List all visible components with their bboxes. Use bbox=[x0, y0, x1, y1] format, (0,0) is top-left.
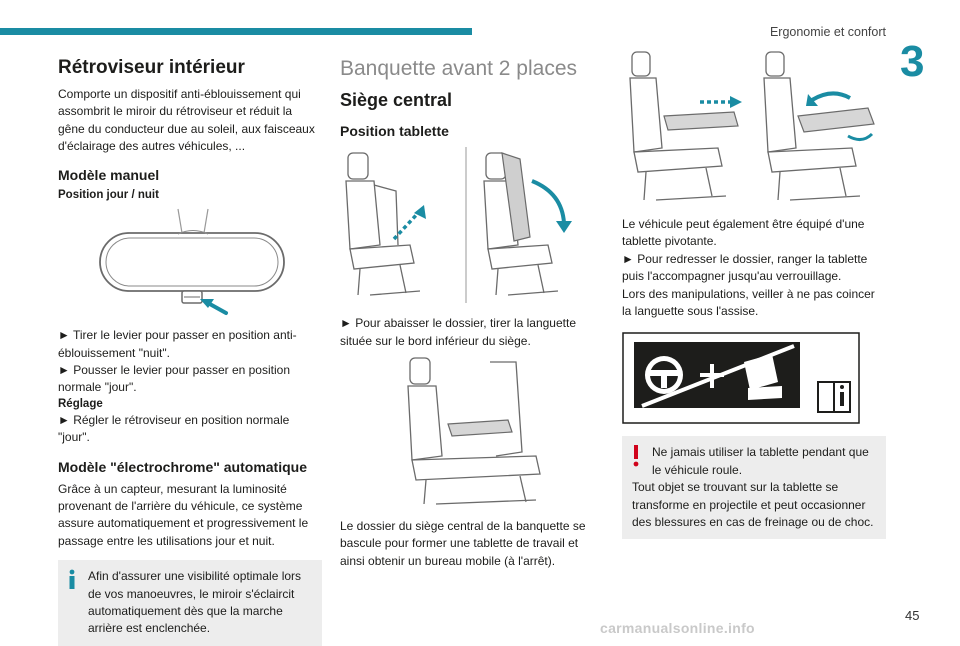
daynight-title: Position jour / nuit bbox=[58, 189, 159, 202]
pivot-text-1: Le véhicule peut également être équipé d… bbox=[622, 217, 865, 249]
mirror-intro: Comporte un dispositif anti-éblouissemen… bbox=[58, 86, 315, 153]
mirror-illustration bbox=[99, 209, 285, 316]
chapter-number: 3 bbox=[900, 37, 925, 86]
bench-step-1: ► Pour abaisser le dossier, tirer la lan… bbox=[340, 316, 576, 348]
tablette-title: Position tablette bbox=[340, 123, 449, 140]
bench-text-2: Le dossier du siège central de la banque… bbox=[340, 519, 586, 568]
info-box: Afin d'assurer une visibilité optimale l… bbox=[58, 560, 322, 646]
bench-title: Banquette avant 2 places bbox=[340, 57, 578, 80]
manual-model-title: Modèle manuel bbox=[58, 167, 160, 184]
pivot-text-3: Lors des manipulations, veiller à ne pas… bbox=[622, 286, 875, 318]
section-header: Ergonomie et confort bbox=[769, 25, 886, 39]
mirror-step-2: ► Pousser le levier pour passer en posit… bbox=[58, 363, 290, 395]
watermark: carmanualsonline.info bbox=[600, 620, 755, 636]
page-number: 45 bbox=[905, 608, 920, 623]
reglage-title: Réglage bbox=[58, 397, 103, 410]
info-text: Afin d'assurer une visibilité optimale l… bbox=[88, 569, 302, 636]
column-middle: Banquette avant 2 places Siège central P… bbox=[340, 56, 602, 570]
header-accent-bar bbox=[0, 28, 472, 35]
mirror-step-1: ► Tirer le levier pour passer en positio… bbox=[58, 328, 297, 360]
mirror-title: Rétroviseur intérieur bbox=[58, 57, 245, 78]
pictogram-no-driving-tablette bbox=[622, 332, 860, 425]
electrochrome-text: Grâce à un capteur, mesurant la luminosi… bbox=[58, 481, 309, 548]
column-left: Rétroviseur intérieur Comporte un dispos… bbox=[58, 56, 322, 646]
warning-text-2: Tout objet se trouvant sur la tablette s… bbox=[632, 480, 874, 529]
seat-fold-illustration bbox=[345, 147, 572, 304]
column-right: Le véhicule peut également être équipé d… bbox=[622, 44, 886, 540]
warning-icon bbox=[633, 445, 639, 467]
warning-text: Ne jamais utiliser la tablette pendant q… bbox=[652, 445, 869, 477]
seat-tablette-illustration bbox=[407, 357, 541, 505]
pivot-step: ► Pour redresser le dossier, ranger la t… bbox=[622, 251, 868, 284]
electrochrome-title: Modèle "électrochrome" automatique bbox=[58, 458, 307, 475]
pivot-tablette-illustration bbox=[629, 51, 875, 201]
warning-box: Ne jamais utiliser la tablette pendant q… bbox=[622, 436, 886, 540]
info-icon bbox=[69, 569, 75, 590]
mirror-step-3: ► Régler le rétroviseur en position norm… bbox=[58, 412, 290, 445]
central-seat-title: Siège central bbox=[340, 90, 453, 111]
